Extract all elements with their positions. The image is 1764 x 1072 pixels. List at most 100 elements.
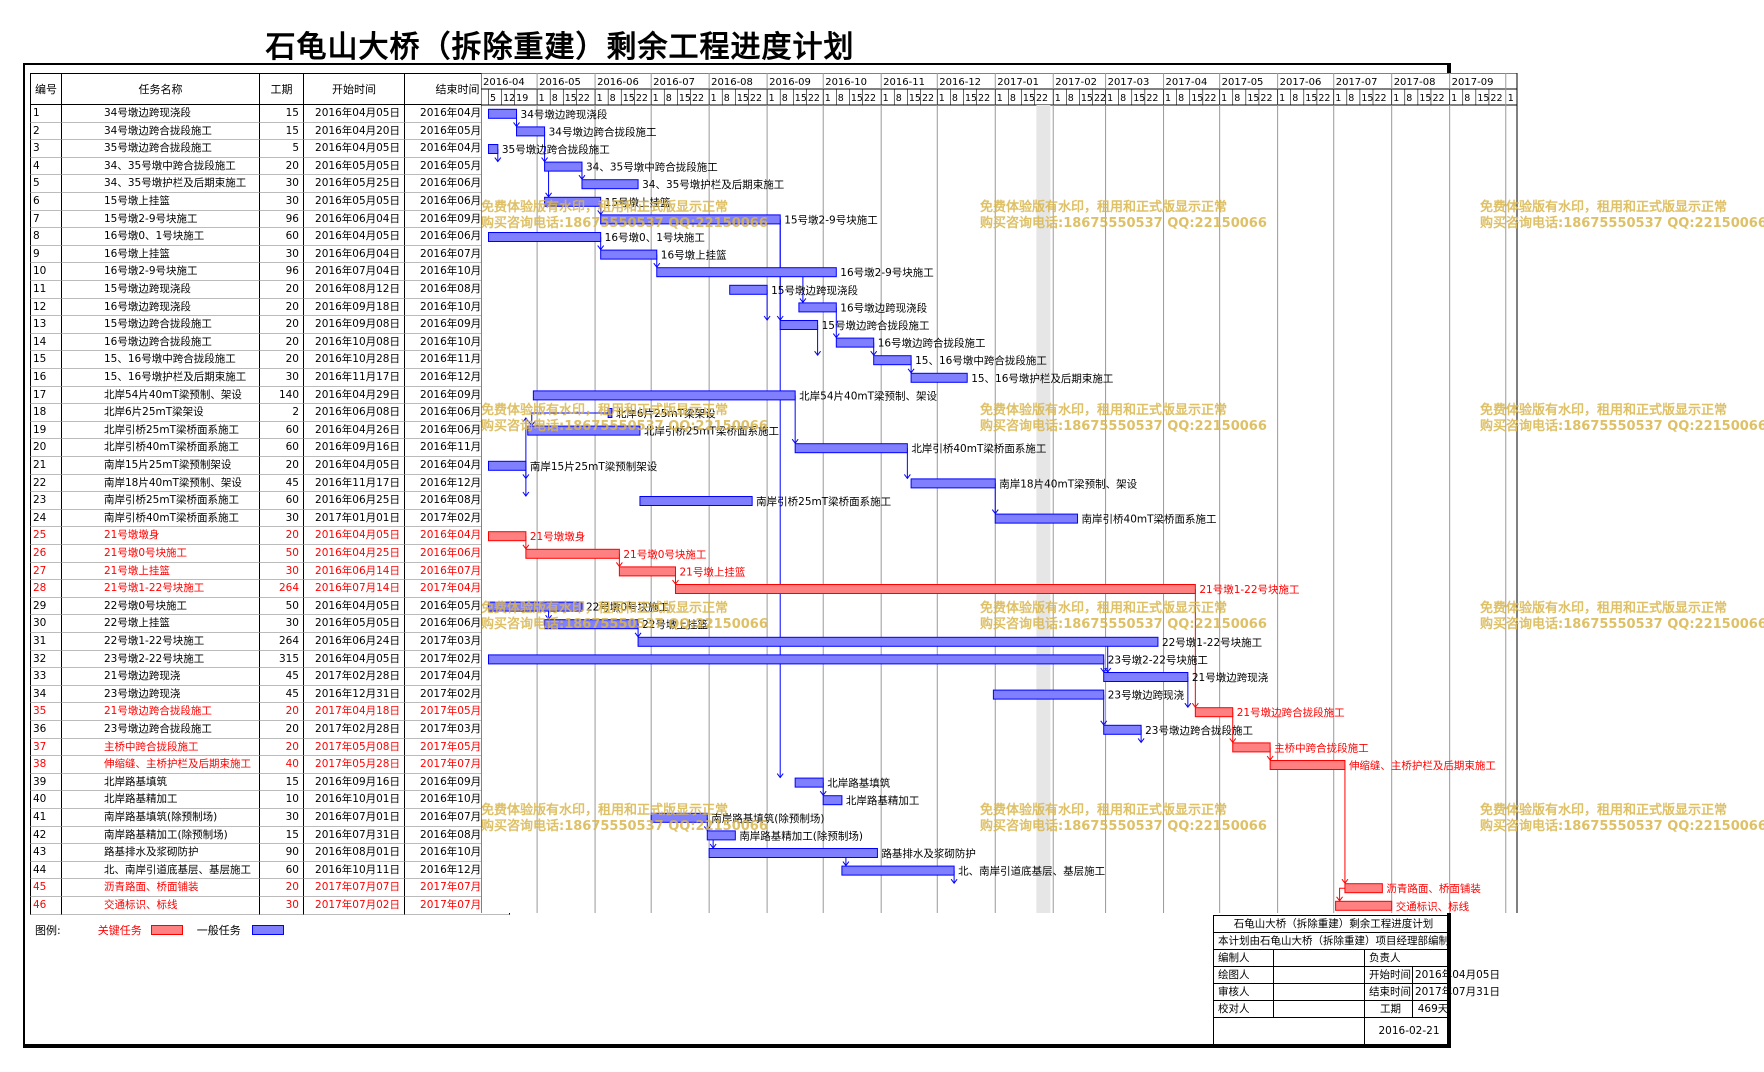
task-bar-label: 北岸引桥25mT梁桥面系施工 <box>644 425 779 438</box>
day-tick-label: 1 <box>825 93 831 104</box>
task-bar-label: 16号墩上挂篮 <box>661 249 727 262</box>
cell-name: 34号墩边跨现浇段 <box>62 105 260 123</box>
task-bar-label: 21号墩上挂篮 <box>679 565 745 578</box>
month-label: 2017-09 <box>1452 77 1494 88</box>
cell-id: 14 <box>30 333 62 352</box>
task-bar <box>487 601 583 612</box>
cell-dur: 60 <box>260 421 304 440</box>
task-bar-label: 34、35号墩护栏及后期束施工 <box>642 178 784 191</box>
cell-name: 南岸引桥40mT梁桥面系施工 <box>62 509 260 528</box>
task-bar <box>600 249 658 260</box>
cell-start: 2016年11月17日 <box>304 369 405 387</box>
day-tick-label: 8 <box>896 93 902 104</box>
cell-dur: 2 <box>260 404 304 422</box>
day-tick-label: 22 <box>578 93 590 104</box>
day-tick-label: 15 <box>1305 93 1317 104</box>
day-tick-label: 15 <box>1133 93 1145 104</box>
cell-dur: 15 <box>260 122 304 141</box>
task-bar <box>544 196 602 207</box>
cell-id: 13 <box>30 316 62 334</box>
col-header-name: 任务名称 <box>62 73 260 105</box>
task-bar-label: 23号墩边跨合拢段施工 <box>1145 724 1253 737</box>
task-bar <box>706 830 736 841</box>
day-tick-label: 15 <box>1023 93 1035 104</box>
cell-id: 30 <box>30 615 62 633</box>
watermark-line: 免费体验版有水印，租用和正式版显示正常 <box>1480 601 1728 616</box>
cell-id: 25 <box>30 527 62 545</box>
task-bar <box>994 513 1079 524</box>
cell-name: 16号墩边跨合拢段施工 <box>62 333 260 352</box>
day-tick-label: 15 <box>1081 93 1093 104</box>
day-tick-label: 1 <box>1279 93 1285 104</box>
day-tick-label: 22 <box>1490 93 1502 104</box>
cell-name: 34、35号墩护栏及后期束施工 <box>62 175 260 193</box>
dependency-arrow <box>494 157 502 163</box>
cell-id: 39 <box>30 773 62 792</box>
cell-id: 43 <box>30 844 62 862</box>
day-tick-label: 8 <box>610 93 616 104</box>
dependency-arrow <box>776 773 784 779</box>
cell-id: 9 <box>30 245 62 264</box>
task-bar <box>607 408 613 418</box>
cell-id: 18 <box>30 404 62 422</box>
task-bar-label: 沥青路面、桥面铺装 <box>1386 882 1481 895</box>
task-bar <box>1232 742 1271 753</box>
cell-start: 2017年01月01日 <box>304 509 405 528</box>
task-bar <box>841 865 955 876</box>
cell-dur: 264 <box>260 633 304 651</box>
task-bar <box>581 179 639 190</box>
cell-id: 5 <box>30 175 62 193</box>
watermark-line: 购买咨询电话:18675550537 QQ:22150066 <box>1480 819 1764 834</box>
cell-start: 2016年06月08日 <box>304 404 405 422</box>
cell-name: 23号墩边跨现浇 <box>62 685 260 704</box>
cell-name: 21号墩边跨现浇 <box>62 668 260 686</box>
cell-dur: 90 <box>260 844 304 862</box>
